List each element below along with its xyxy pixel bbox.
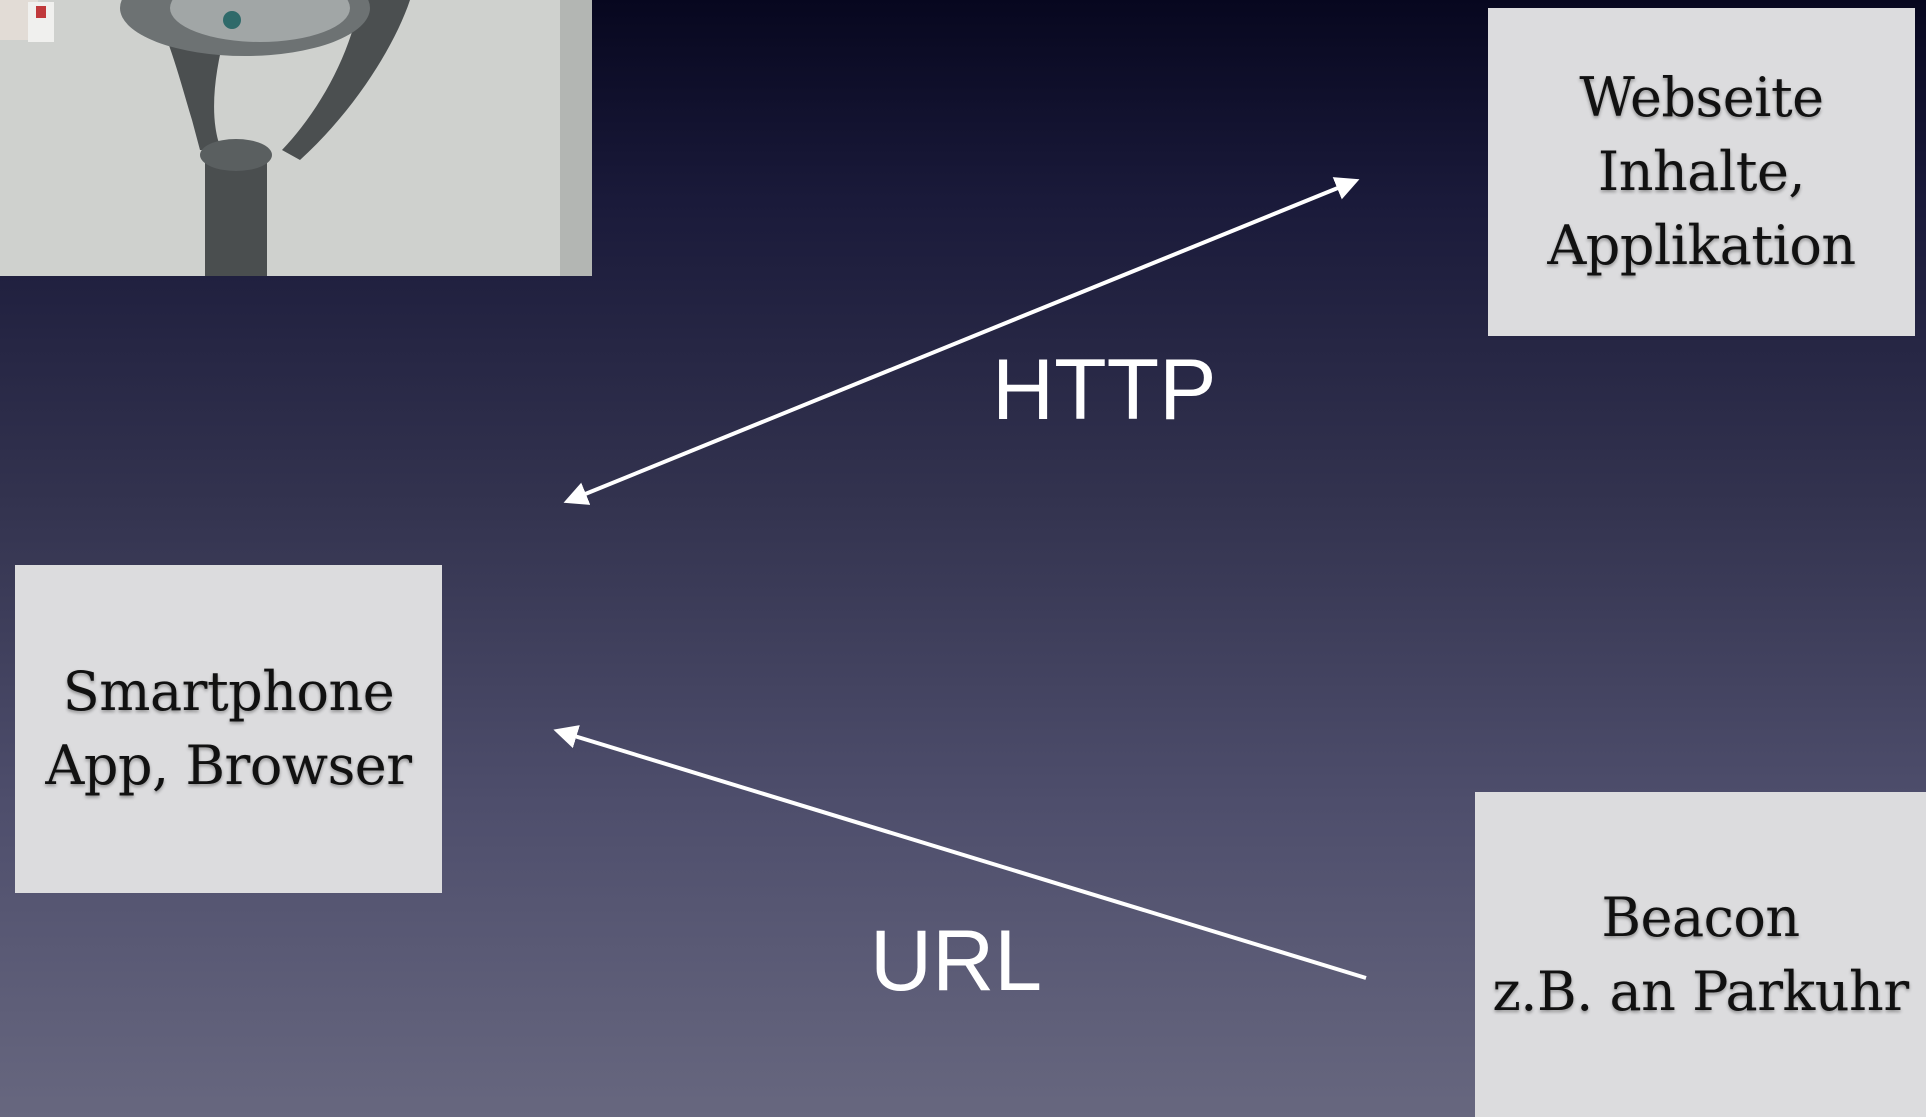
webseite-line-2: Inhalte, (1597, 140, 1806, 203)
photo-illustration (0, 0, 592, 276)
smartphone-box: Smartphone App, Browser (15, 565, 442, 893)
http-arrow (563, 177, 1360, 505)
smartphone-line-2: App, Browser (45, 734, 412, 797)
url-label: URL (870, 913, 1043, 1009)
webseite-box: Webseite Inhalte, Applikation (1488, 8, 1915, 336)
smartphone-line-1: Smartphone (62, 660, 395, 723)
photo-beacon-stand (0, 0, 592, 276)
url-arrow (553, 725, 1367, 980)
beacon-line-2: z.B. an Parkuhr (1492, 959, 1909, 1023)
beacon-box: Beacon z.B. an Parkuhr (1475, 792, 1926, 1117)
beacon-line-1: Beacon (1601, 885, 1800, 949)
webseite-line-3: Applikation (1547, 214, 1856, 277)
webseite-line-1: Webseite (1579, 66, 1824, 129)
http-label: HTTP (992, 342, 1217, 438)
